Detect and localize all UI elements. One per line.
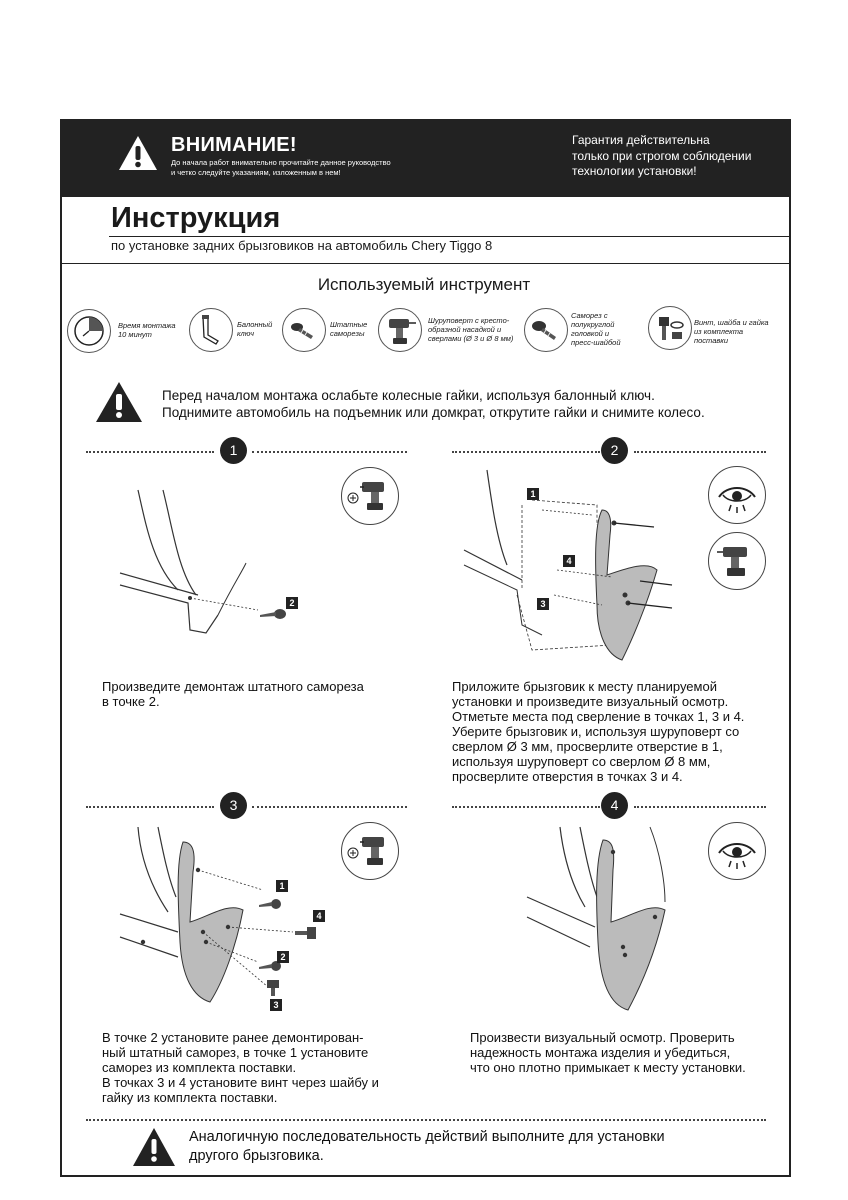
step-divider (452, 451, 600, 453)
warning-triangle-icon (96, 382, 142, 422)
warning-subtext-line: До начала работ внимательно прочитайте д… (171, 158, 391, 167)
warning-subtext: До начала работ внимательно прочитайте д… (171, 158, 391, 178)
screw-icon (259, 961, 281, 971)
guarantee-line: Гарантия действительна (572, 133, 710, 147)
step-number-4: 4 (601, 792, 628, 819)
point-marker-1: 1 (276, 880, 288, 892)
bolt-icon (295, 927, 316, 939)
point-marker-4: 4 (313, 910, 325, 922)
bolt-washer-nut-icon (648, 306, 692, 350)
eye-inspect-icon (708, 822, 766, 880)
warning-triangle-icon (133, 1128, 175, 1166)
drill-icon (341, 822, 399, 880)
section-divider (60, 263, 791, 264)
page-subtitle: по установке задних брызговиков на автом… (111, 238, 493, 253)
bolt-icon (267, 980, 279, 996)
warning-line: Перед началом монтажа ослабьте колесные … (162, 388, 655, 403)
step-divider (86, 806, 214, 808)
step-divider (452, 806, 600, 808)
warning-line: другого брызговика. (189, 1148, 324, 1164)
warning-subtext-line: и четко следуйте указаниям, изложенным в… (171, 168, 341, 177)
title-divider (109, 236, 791, 237)
drill-icon (378, 308, 422, 352)
page-title: Инструкция (111, 202, 281, 234)
step1-fender-illustration (119, 489, 259, 634)
step4-mudflap-illustration (526, 826, 666, 1011)
screw-icon (259, 899, 281, 909)
guarantee-line: только при строгом соблюдении (572, 148, 752, 163)
step2-mudflap-illustration (463, 469, 673, 661)
step-divider (86, 451, 214, 453)
step-number-3: 3 (220, 792, 247, 819)
screw-icon (260, 609, 286, 619)
screw-icon (282, 308, 326, 352)
tools-heading: Используемый инструмент (317, 275, 531, 294)
warning-title: ВНИМАНИЕ! (171, 134, 297, 156)
step-divider (252, 451, 407, 453)
step-divider (634, 806, 766, 808)
step-number-1: 1 (220, 437, 247, 464)
warning-line: Аналогичную последовательность действий … (189, 1129, 665, 1145)
warning-header-bar (60, 119, 791, 197)
drill-icon (341, 467, 399, 525)
point-marker-3: 3 (537, 598, 549, 610)
guarantee-note: Гарантия действительна только при строго… (572, 133, 772, 180)
step3-text: В точке 2 установите ранее демонтирован-… (102, 1030, 379, 1105)
step-divider (86, 1119, 766, 1121)
step-divider (252, 806, 407, 808)
final-warning: Аналогичную последовательность действий … (189, 1128, 665, 1166)
drill-icon (708, 532, 766, 590)
clock-icon (67, 309, 111, 353)
pre-install-warning: Перед началом монтажа ослабьте колесные … (162, 387, 705, 421)
point-marker-3: 3 (270, 999, 282, 1011)
eye-inspect-icon (708, 466, 766, 524)
point-marker-2: 2 (286, 597, 298, 609)
step3-mudflap-illustration (119, 826, 294, 1003)
point-marker-4: 4 (563, 555, 575, 567)
step-divider (634, 451, 766, 453)
wrench-icon (189, 308, 233, 352)
warning-line: Поднимите автомобиль на подъемник или до… (162, 405, 705, 420)
step-number-2: 2 (601, 437, 628, 464)
warning-triangle-icon (119, 136, 157, 170)
point-marker-2: 2 (277, 951, 289, 963)
guarantee-line: технологии установки! (572, 164, 697, 178)
self-tapping-screw-icon (524, 308, 568, 352)
point-marker-1: 1 (527, 488, 539, 500)
